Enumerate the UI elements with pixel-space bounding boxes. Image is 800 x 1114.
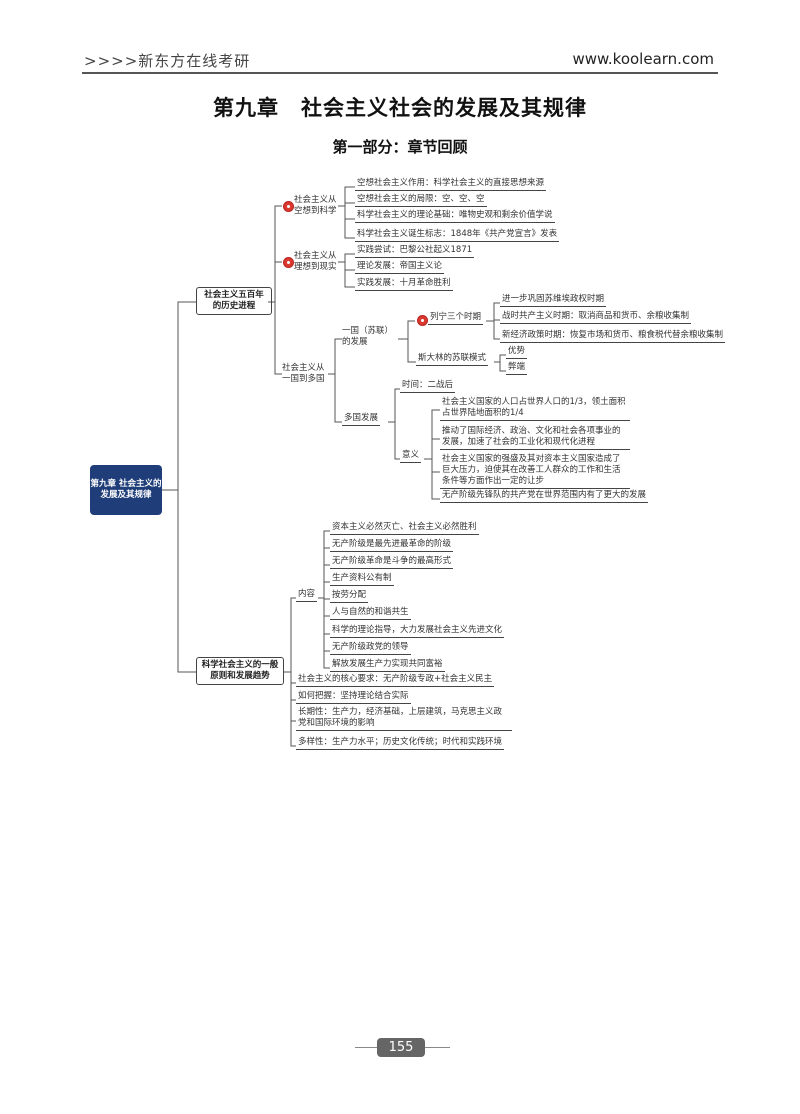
principle-item: 多样性：生产力水平；历史文化传统；时代和实践环境 [296,737,505,750]
header-left: >>>>新东方在线考研 [84,52,251,70]
footer-rule-left [355,1047,380,1048]
content-item: 无产阶级是最先进最革命的阶级 [330,539,454,552]
k1-item: 空想社会主义作用：科学社会主义的直接思想来源 [355,178,547,191]
header-url[interactable]: www.koolearn.com [572,50,714,68]
k2-item: 实践发展：十月革命胜利 [355,278,453,291]
significance-item: 推动了国际经济、政治、文化和社会各项事业的发展，加速了社会的工业化和现代化进程 [440,426,630,450]
k2-item: 理论发展：帝国主义论 [355,261,445,274]
content-item: 科学的理论指导，大力发展社会主义先进文化 [330,625,505,638]
content-item: 资本主义必然灭亡、社会主义必然胜利 [330,522,479,535]
k1-item: 空想社会主义的局限：空、空、空 [355,194,487,207]
multi-country-node: 多国发展 [342,413,381,426]
mind-map-root: 第九章 社会主义的发展及其规律 [90,465,162,515]
principle-item: 社会主义的核心要求：无产阶级专政+社会主义民主 [296,674,495,687]
k2-item: 实践尝试：巴黎公社起义1871 [355,245,475,258]
branch-history-node: 社会主义五百年的历史进程 [196,287,272,315]
content-item: 生产资料公有制 [330,573,394,586]
stalin-model-node: 斯大林的苏联模式 [416,353,489,366]
utopia-to-science-node: 社会主义从空想到科学 [294,195,337,216]
stalin-item: 弊端 [506,362,528,375]
time-node: 时间：二战后 [400,380,456,393]
page-number: 155 [377,1038,425,1057]
red-dot-icon [417,315,428,326]
k1-item: 科学社会主义的理论基础：唯物史观和剩余价值学说 [355,210,555,223]
footer-rule-right [425,1047,450,1048]
principle-item: 长期性：生产力，经济基础，上层建筑，马克思主义政党和国际环境的影响 [296,707,512,731]
soviet-development-node: 一国（苏联）的发展 [342,326,394,347]
content-node: 内容 [296,589,318,602]
lenin-item: 战时共产主义时期：取消商品和货币、余粮收集制 [500,311,692,324]
content-item: 无产阶级革命是斗争的最高形式 [330,556,454,569]
significance-item: 社会主义国家的人口占世界人口的1/3，领土面积占世界陆地面积的1/4 [440,397,630,421]
header-rule [82,72,718,74]
k1-item: 科学社会主义诞生标志：1848年《共产党宣言》发表 [355,229,560,242]
lenin-periods-node: 列宁三个时期 [428,312,484,325]
red-dot-icon [283,201,294,212]
content-item: 按劳分配 [330,590,369,603]
stalin-item: 优势 [506,346,528,359]
ideal-to-reality-node: 社会主义从理想到现实 [294,251,337,272]
content-item: 无产阶级政党的领导 [330,642,411,655]
red-dot-icon [283,257,294,268]
one-to-many-countries-node: 社会主义从一国到多国 [282,363,325,384]
chapter-title: 第九章 社会主义社会的发展及其规律 [213,96,587,120]
principle-item: 如何把握：坚持理论结合实际 [296,691,411,704]
significance-item: 无产阶级先锋队的共产党在世界范围内有了更大的发展 [440,490,649,503]
significance-item: 社会主义国家的强盛及其对资本主义国家造成了巨大压力，迫使其在改善工人群众的工作和… [440,454,630,489]
lenin-item: 进一步巩固苏维埃政权时期 [500,294,607,307]
content-item: 人与自然的和谐共生 [330,607,411,620]
significance-node: 意义 [400,450,422,463]
section-subtitle: 第一部分：章节回顾 [332,138,468,156]
branch-principles-node: 科学社会主义的一般原则和发展趋势 [196,657,284,685]
lenin-item: 新经济政策时期：恢复市场和货币、粮食税代替余粮收集制 [500,330,726,343]
content-item: 解放发展生产力实现共同富裕 [330,659,445,672]
